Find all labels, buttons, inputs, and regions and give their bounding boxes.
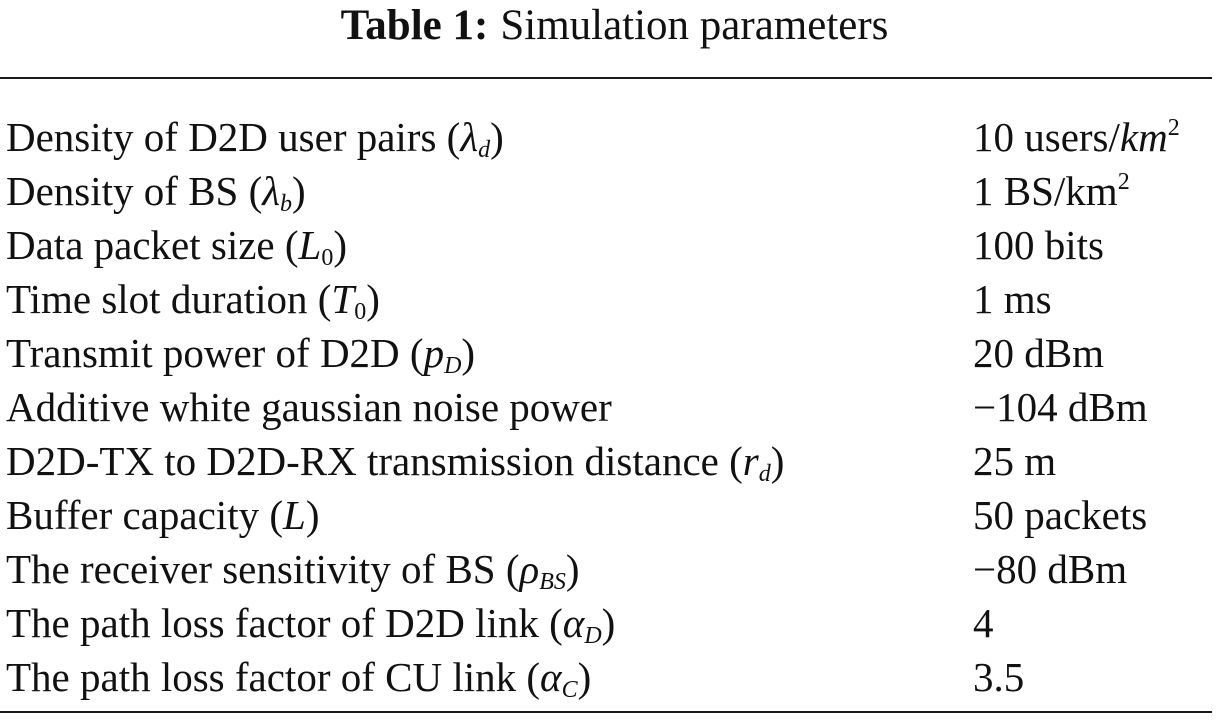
table-row: The path loss factor of D2D link (αD) 4 (0, 596, 1229, 650)
param-value: 25 m (973, 438, 1057, 484)
param-name: Density of BS (λb) (6, 168, 306, 217)
table-row: Density of BS (λb) 1 BS/km2 (0, 164, 1229, 218)
table-row: Buffer capacity (L) 50 packets (0, 488, 1229, 542)
caption-title: Simulation parameters (500, 2, 889, 49)
param-value: 4 (973, 600, 994, 646)
param-name: The path loss factor of CU link (αC) (6, 654, 592, 703)
table-row: Additive white gaussian noise power −104… (0, 380, 1229, 434)
param-name: Density of D2D user pairs (λd) (6, 114, 504, 163)
param-value: 1 BS/km2 (973, 168, 1130, 214)
param-name: Additive white gaussian noise power (6, 384, 612, 430)
param-name: The receiver sensitivity of BS (ρBS) (6, 546, 580, 595)
param-name: D2D-TX to D2D-RX transmission distance (… (6, 438, 785, 487)
param-name: Data packet size (L0) (6, 222, 347, 271)
table-row: Transmit power of D2D (pD) 20 dBm (0, 326, 1229, 380)
table-row: Data packet size (L0) 100 bits (0, 218, 1229, 272)
param-value: 20 dBm (973, 330, 1104, 376)
param-value: 10 users/km2 (973, 114, 1180, 160)
param-value: 100 bits (973, 222, 1104, 268)
table-row: D2D-TX to D2D-RX transmission distance (… (0, 434, 1229, 488)
param-name: Transmit power of D2D (pD) (6, 330, 476, 379)
table-row: The receiver sensitivity of BS (ρBS) −80… (0, 542, 1229, 596)
caption-label: Table 1: (340, 2, 489, 49)
table-row: The path loss factor of CU link (αC) 3.5 (0, 650, 1229, 704)
param-name: Buffer capacity (L) (6, 492, 320, 538)
bottom-rule (0, 711, 1212, 713)
param-name: The path loss factor of D2D link (αD) (6, 600, 616, 649)
table-row: Density of D2D user pairs (λd) 10 users/… (0, 110, 1229, 164)
param-value: 1 ms (973, 276, 1052, 322)
top-rule (0, 77, 1212, 79)
table-caption: Table 1:Simulation parameters (0, 2, 1229, 50)
param-value: 3.5 (973, 654, 1025, 700)
param-value: −80 dBm (973, 546, 1128, 592)
parameter-table: Density of D2D user pairs (λd) 10 users/… (0, 110, 1229, 704)
param-value: −104 dBm (973, 384, 1148, 430)
table-row: Time slot duration (T0) 1 ms (0, 272, 1229, 326)
param-name: Time slot duration (T0) (6, 276, 380, 325)
param-value: 50 packets (973, 492, 1148, 538)
